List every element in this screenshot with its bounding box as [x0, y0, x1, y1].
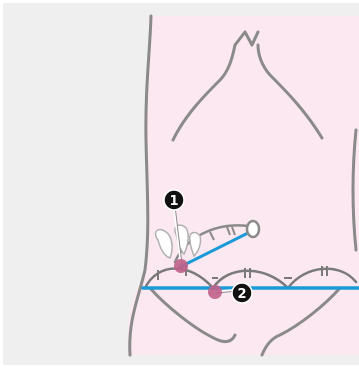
trocar-site-2: [208, 285, 222, 299]
marker-1: 1: [164, 190, 184, 210]
ring-handle: [247, 221, 259, 237]
marker-1-label: 1: [169, 194, 178, 209]
trocar-site-1: [174, 259, 188, 273]
marker-2-label: 2: [237, 287, 246, 302]
marker-2: 2: [232, 283, 252, 303]
